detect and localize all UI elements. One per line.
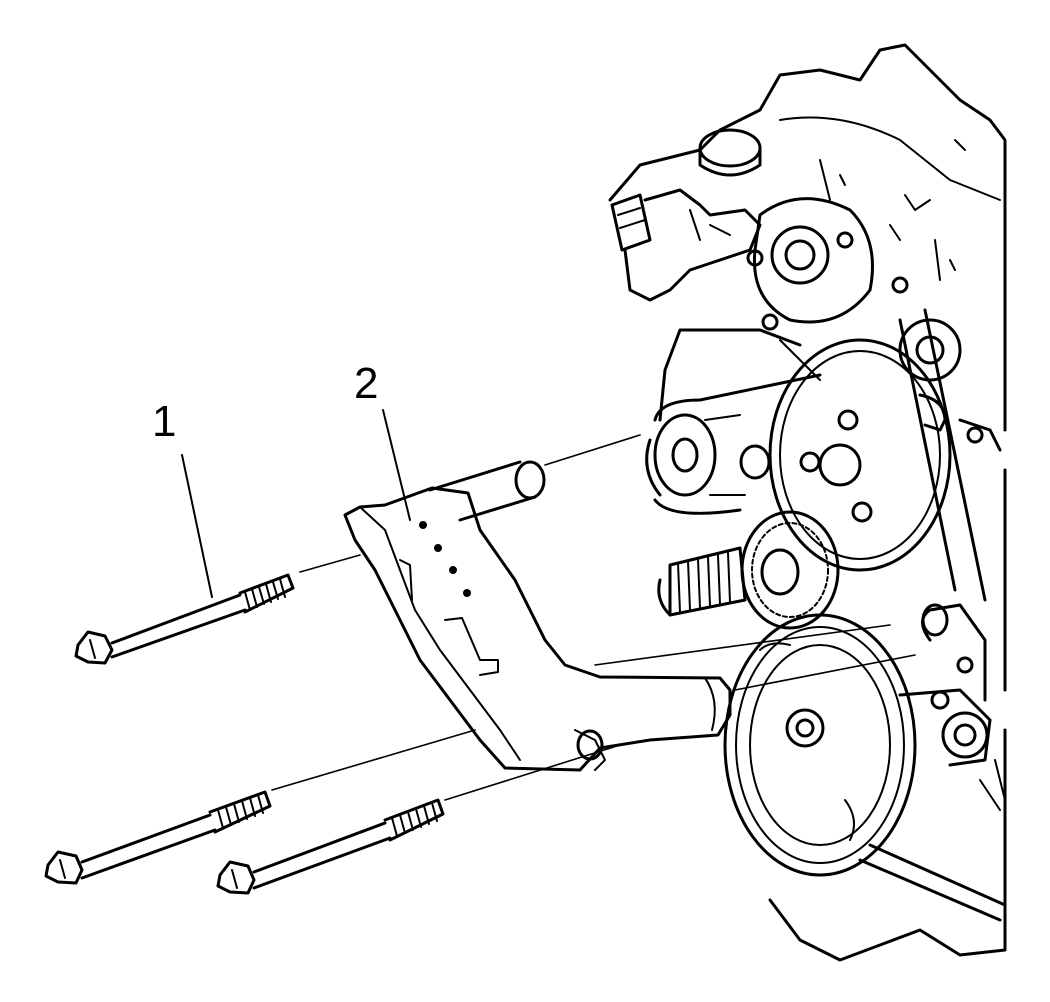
engine-assembly xyxy=(608,43,1007,962)
alignment-line-upper-lug xyxy=(734,654,916,691)
alignment-line-bolt-2 xyxy=(271,729,476,791)
callout-label-1: 1 xyxy=(150,397,179,446)
leader-lines xyxy=(181,409,411,598)
alignment-lines xyxy=(271,434,916,801)
leader-line-2 xyxy=(382,409,411,521)
bolt-top xyxy=(74,573,295,665)
alignment-line-bolt-3 xyxy=(444,744,621,801)
alignment-line-bracket xyxy=(594,624,891,666)
leader-line-1 xyxy=(181,454,213,598)
bracket xyxy=(343,460,732,772)
callout-label-2: 2 xyxy=(352,359,381,408)
alignment-line-bolt-1 xyxy=(299,554,361,573)
alignment-line-spacer xyxy=(544,434,641,466)
bolt-bottom-left xyxy=(44,790,272,885)
bolt-bottom-right xyxy=(216,798,445,895)
